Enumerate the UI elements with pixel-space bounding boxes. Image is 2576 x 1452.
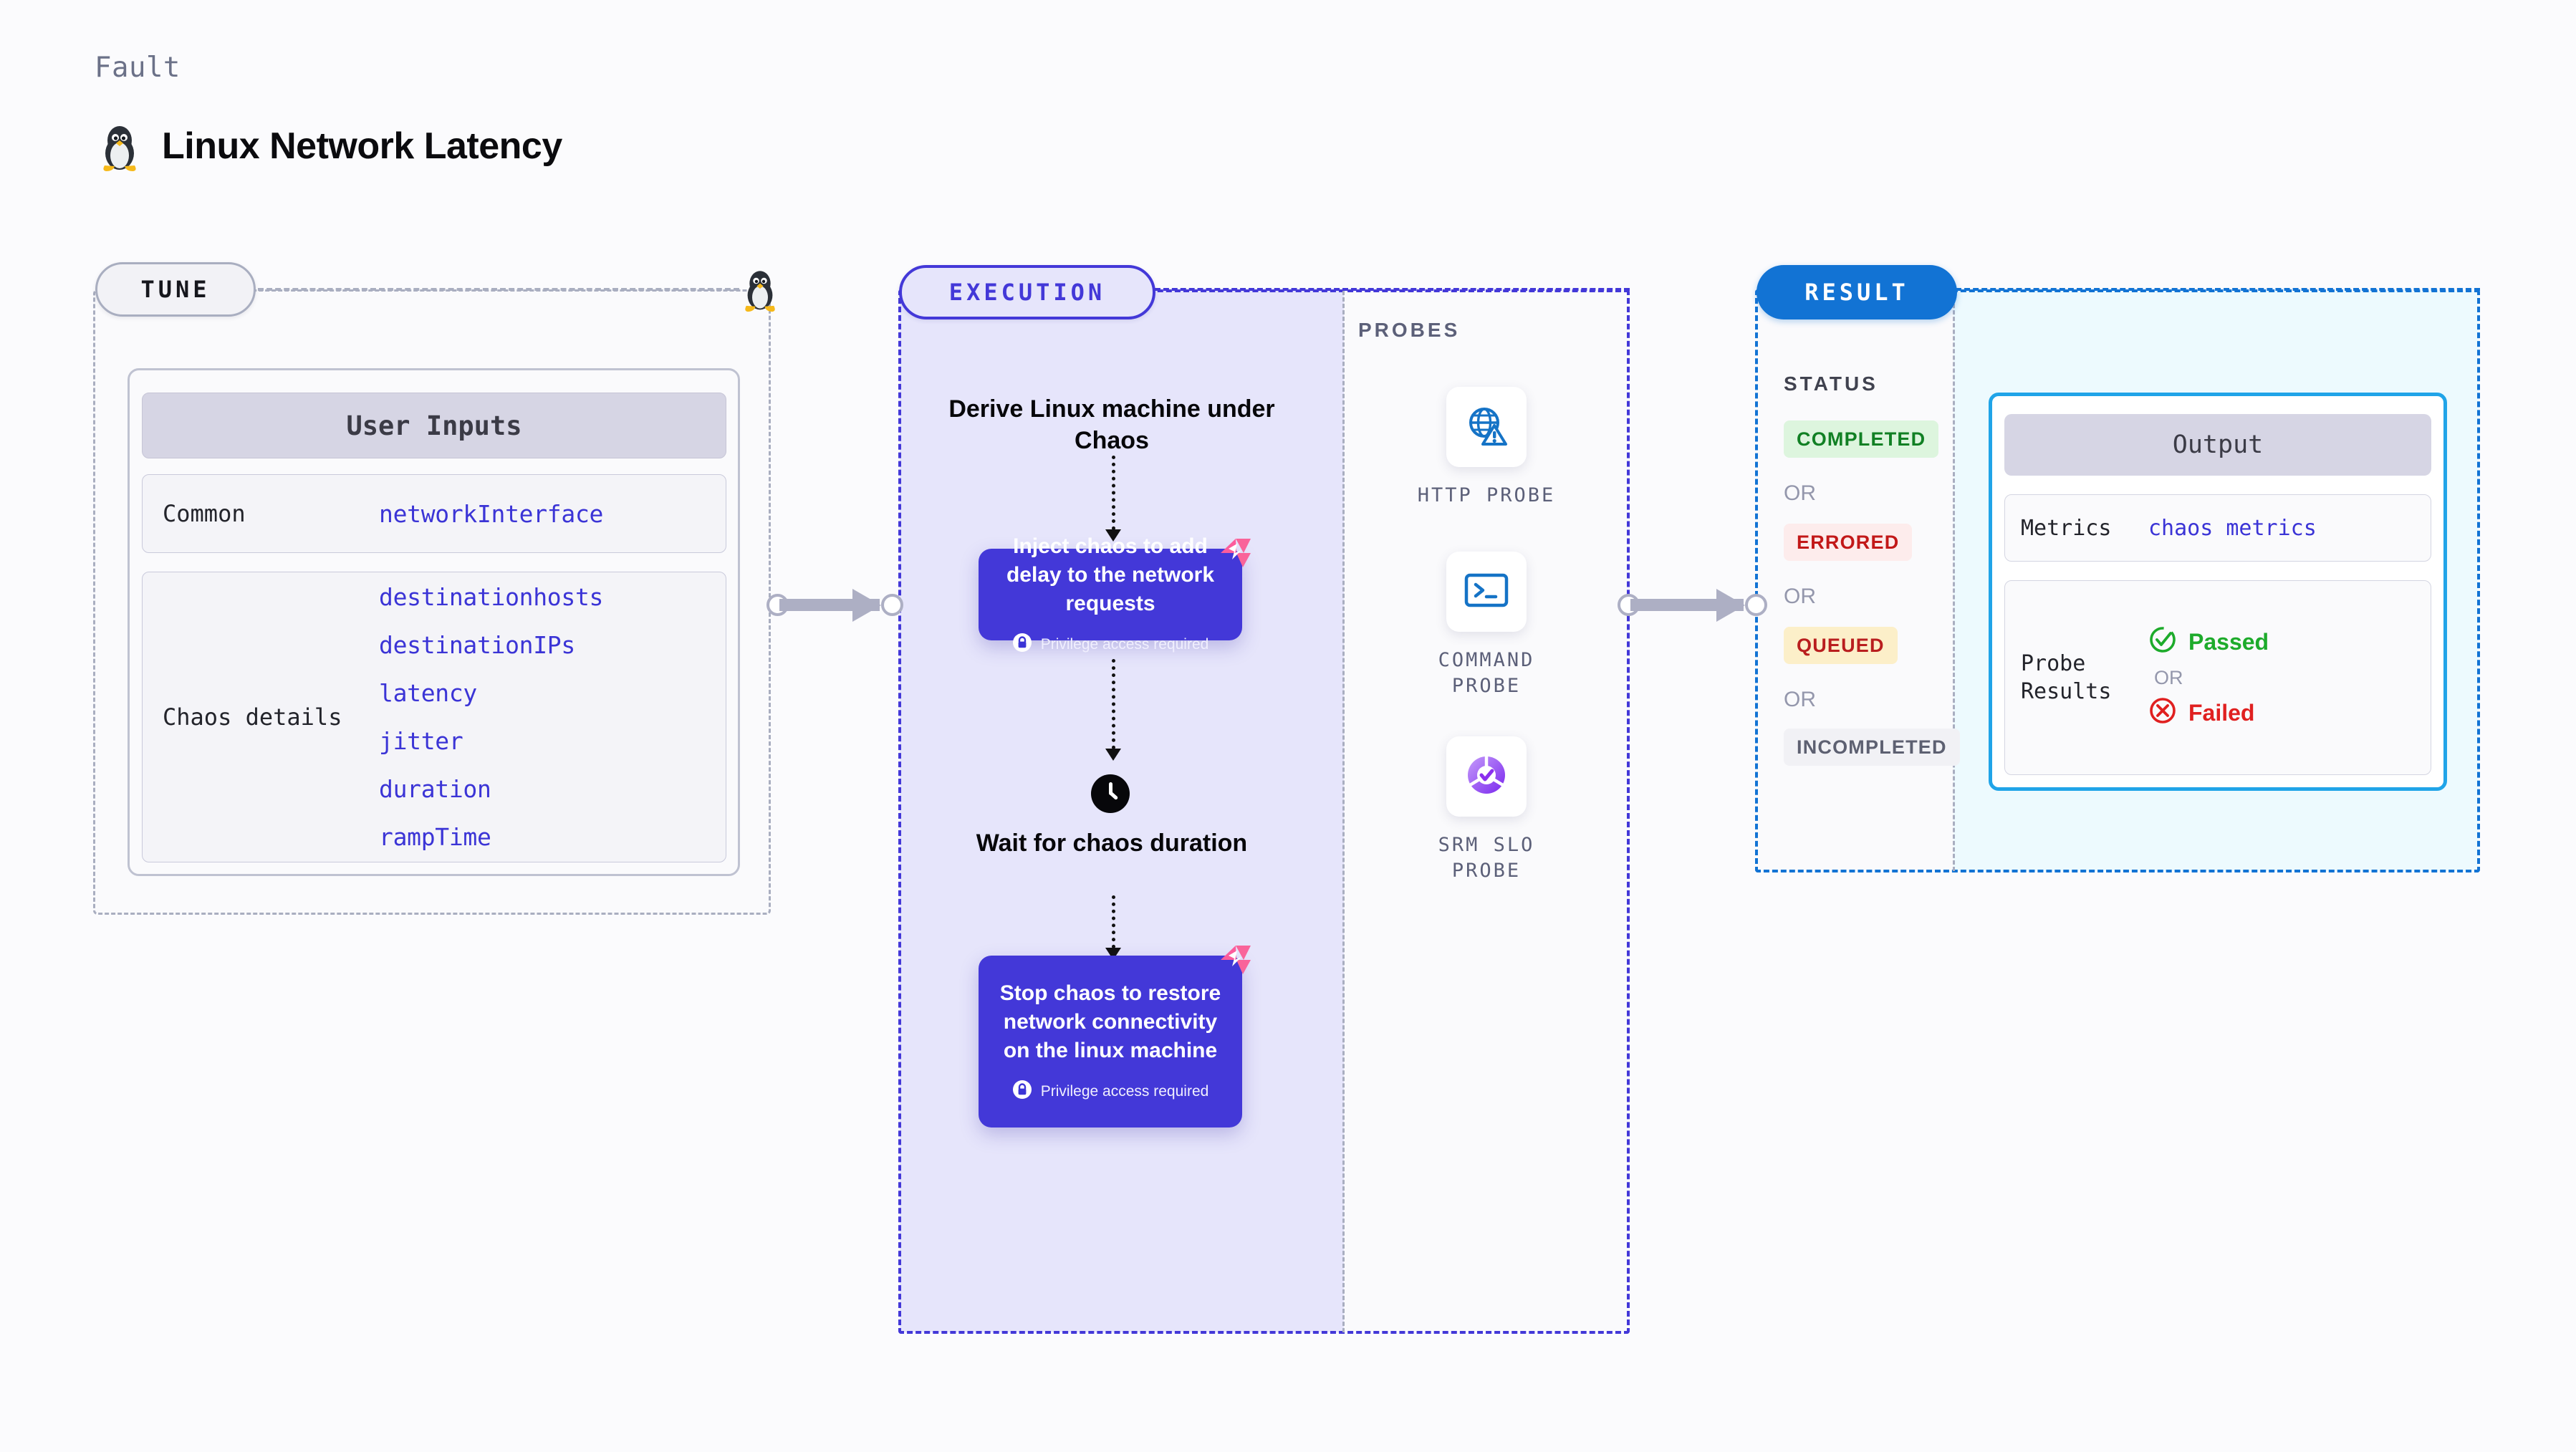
probe-tile [1446,387,1527,467]
arrow-head [1716,589,1745,622]
input-value: networkInterface [379,499,604,528]
linux-penguin-icon [738,265,782,316]
input-value: duration [379,775,491,803]
execution-pill[interactable]: EXECUTION [899,265,1155,319]
probe-tile [1446,736,1527,817]
output-row-key: Metrics [2021,515,2112,541]
probes-divider [1342,291,1345,1332]
probe-item-command[interactable]: COMMAND PROBE [1390,552,1583,698]
probe-item-srm-slo[interactable]: SRM SLO PROBE [1390,736,1583,883]
probe-label: HTTP PROBE [1417,484,1556,506]
output-row-key: Probe Results [2021,651,2112,704]
output-row-probe-results: Probe Results Passed OR [2004,580,2431,775]
probe-label: COMMAND PROBE [1438,649,1535,697]
execution-step-derive: Derive Linux machine under Chaos [948,395,1275,454]
input-row-values: destinationhosts destinationIPs latency … [379,583,603,851]
status-badge-errored: ERRORED [1784,524,1913,561]
arrow-tip [1105,529,1121,542]
execution-region [898,289,1630,1334]
input-value: destinationIPs [379,631,575,659]
status-or-label: OR [1784,481,1816,505]
arrow-line [1112,895,1115,948]
status-or-label: OR [1784,585,1816,608]
execution-dashed-connector [1155,288,1630,291]
privilege-note: Privilege access required [1012,633,1209,657]
linux-penguin-icon [97,120,142,172]
output-card-header: Output [2004,414,2431,476]
lock-icon [1012,1080,1032,1104]
input-row-values: networkInterface [379,500,603,528]
probe-result-label: Failed [2188,700,2255,726]
card-title: Stop chaos to restore network connectivi… [999,981,1221,1062]
execution-step-wait: Wait for chaos duration [976,830,1248,857]
lock-icon [1012,633,1032,657]
result-region [1755,289,2480,872]
input-value: rampTime [379,823,491,851]
user-inputs-header: User Inputs [142,393,726,458]
flow-arrow-tune-to-execution [766,589,910,622]
page-title-text: Linux Network Latency [162,125,562,167]
globe-warning-icon [1463,402,1510,453]
tune-dashed-connector [258,288,739,291]
probes-section-label: PROBES [1358,319,1461,341]
slo-donut-check-icon [1463,751,1510,802]
litmus-chaos-badge-icon [1219,537,1252,572]
input-row-key: Chaos details [163,703,342,731]
probe-item-http[interactable]: HTTP PROBE [1390,387,1583,509]
result-pill[interactable]: RESULT [1756,265,1957,319]
probe-result-failed: Failed [2148,696,2269,731]
input-value: latency [379,679,477,707]
check-circle-icon [2148,625,2177,660]
probe-tile [1446,552,1527,632]
x-circle-icon [2148,696,2177,731]
arrow-head [852,589,881,622]
probe-result-passed: Passed [2148,625,2269,660]
result-divider [1953,291,1955,871]
input-row-chaos-details: Chaos details destinationhosts destinati… [142,572,726,862]
arrow-line [1112,659,1115,749]
arrow-end-dot [1745,594,1767,616]
dotted-arrow-3 [1105,895,1121,960]
arrow-line [1112,456,1115,530]
execution-panel-fill [900,291,1344,1332]
probe-result-label: Passed [2188,629,2269,655]
execution-card-inject-chaos[interactable]: Inject chaos to add delay to the network… [979,534,1251,653]
card-title: Inject chaos to add delay to the network… [1006,534,1215,615]
status-badge-completed: COMPLETED [1784,420,1939,458]
output-row-value: chaos metrics [2148,515,2317,541]
execution-card-stop-chaos[interactable]: Stop chaos to restore network connectivi… [979,946,1251,1128]
privilege-note: Privilege access required [1012,1080,1209,1104]
probe-label: SRM SLO PROBE [1438,834,1535,882]
arrow-end-dot [881,594,903,616]
flow-arrow-execution-to-result [1618,589,1775,622]
litmus-chaos-badge-icon [1219,944,1252,979]
privilege-note-text: Privilege access required [1040,635,1209,653]
output-row-metrics: Metrics chaos metrics [2004,494,2431,562]
input-row-common: Common networkInterface [142,474,726,553]
status-section-label: STATUS [1784,372,1878,395]
dotted-arrow-1 [1105,456,1121,542]
arrow-tip [1105,749,1121,761]
result-dashed-connector [1956,288,2480,291]
tune-pill[interactable]: TUNE [95,262,256,317]
clock-icon [1090,774,1130,817]
input-value: destinationhosts [379,583,604,611]
probe-result-or-label: OR [2154,666,2183,688]
status-or-label: OR [1784,688,1816,711]
arrow-shaft [1630,599,1744,611]
input-value: jitter [379,727,463,755]
fault-kicker: Fault [95,52,181,84]
dotted-arrow-2 [1105,659,1121,761]
page-title: Linux Network Latency [97,120,562,172]
probe-results-values: Passed OR Failed [2148,625,2269,731]
result-status-panel-fill [1756,291,1953,871]
input-row-key: Common [163,500,246,527]
terminal-prompt-icon [1463,569,1510,615]
privilege-note-text: Privilege access required [1040,1082,1209,1100]
status-badge-queued: QUEUED [1784,627,1898,664]
status-badge-incompleted: INCOMPLETED [1784,729,1960,766]
